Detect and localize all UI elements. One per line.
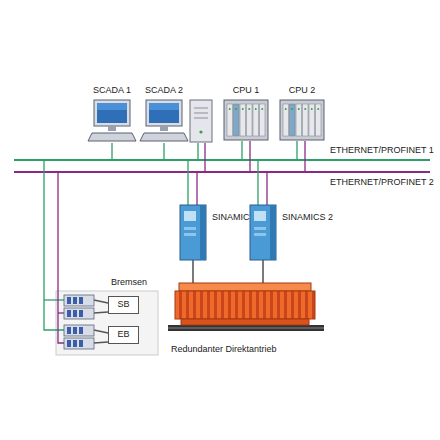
scada-station: SCADA 2	[140, 100, 188, 142]
monitor-icon	[140, 100, 188, 142]
brake-box: SB	[108, 296, 139, 314]
rack-icon	[280, 100, 324, 140]
box-label: SB	[117, 300, 129, 310]
drive-cabinet: SINAMICS 2	[250, 205, 276, 260]
box-label: EB	[117, 330, 129, 340]
brake-box: EB	[108, 326, 139, 344]
drive-cable	[262, 260, 263, 283]
node-label: SINAMICS 2	[282, 213, 333, 223]
node-label: CPU 2	[289, 86, 316, 96]
motor-icon	[175, 283, 315, 325]
node-label: CPU 1	[233, 86, 260, 96]
brake-panel	[56, 291, 158, 355]
group-label: Bremsen	[111, 278, 147, 288]
drive-cabinet: SINAMICS 1	[180, 205, 206, 260]
linear-motor: Redundanter Direktantrieb	[175, 283, 315, 325]
profinet-bus-2	[14, 171, 430, 173]
bus-name: ETHERNET/PROFINET 1	[330, 146, 434, 156]
node-label: SCADA 2	[145, 86, 183, 96]
rack-icon	[224, 100, 268, 140]
monitor-icon	[88, 100, 136, 142]
plc-cpu: CPU 1	[224, 100, 268, 140]
server-tower	[190, 100, 212, 142]
brake-modules	[64, 295, 94, 349]
node-label: SCADA 1	[93, 86, 131, 96]
drive-cable	[192, 260, 193, 283]
node-label: Redundanter Direktantrieb	[171, 345, 277, 355]
plc-cpu: CPU 2	[280, 100, 324, 140]
rail	[168, 325, 324, 331]
cabinet-icon	[250, 205, 276, 260]
scada-station: SCADA 1	[88, 100, 136, 142]
cabinet-icon	[180, 205, 206, 260]
profinet-bus-1	[14, 159, 430, 161]
bus-name: ETHERNET/PROFINET 2	[330, 178, 434, 188]
